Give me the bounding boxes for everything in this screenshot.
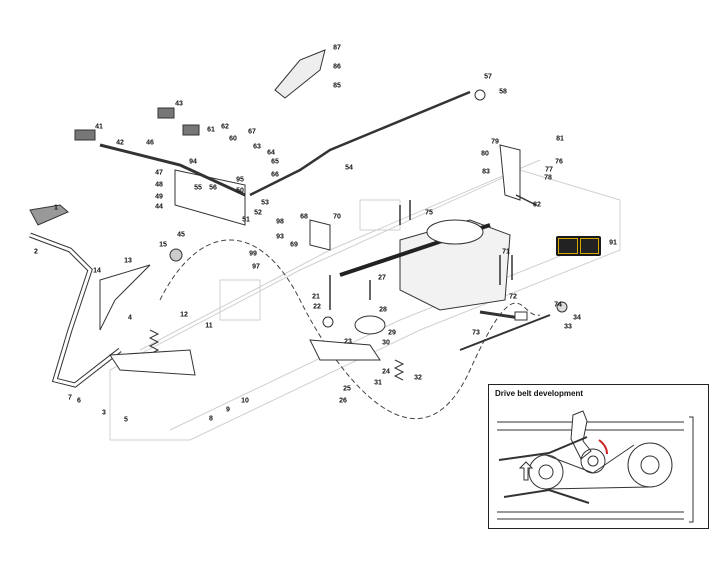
decal-91 (556, 236, 601, 256)
part-label: 43 (175, 100, 183, 108)
up-arrow-icon (518, 461, 534, 481)
part-label: 99 (249, 250, 257, 258)
part-label: 79 (491, 138, 499, 146)
part-label: 31 (374, 379, 382, 387)
part-label: 8 (209, 415, 213, 423)
part-label: 57 (484, 73, 492, 81)
part-label: 11 (205, 322, 213, 330)
part-label: 56 (209, 184, 217, 192)
drive-belt-inset: Drive belt development (488, 384, 709, 529)
part-label: 27 (378, 274, 386, 282)
part-label: 97 (252, 263, 260, 271)
part-label: 5 (124, 416, 128, 424)
bracket-23 (309, 339, 381, 361)
part-label: 9 (226, 406, 230, 414)
part-label: 34 (573, 314, 581, 322)
part-label: 2 (34, 248, 38, 256)
pulley-29 (354, 315, 386, 335)
part-label: 94 (189, 158, 197, 166)
part-label: 51 (242, 216, 250, 224)
part-label: 42 (116, 139, 124, 147)
part-label: 74 (554, 301, 562, 309)
part-label: 65 (271, 158, 279, 166)
part-label: 64 (267, 149, 275, 157)
part-label: 86 (333, 63, 341, 71)
part-label: 98 (276, 218, 284, 226)
belt-drawing (497, 410, 694, 523)
part-label: 69 (290, 241, 298, 249)
part-label: 24 (382, 368, 390, 376)
part-label: 4 (128, 314, 132, 322)
part-label: 66 (271, 171, 279, 179)
part-label: 60 (229, 135, 237, 143)
part-label: 53 (261, 199, 269, 207)
part-label: 72 (509, 293, 517, 301)
part-label: 71 (502, 248, 510, 256)
part-label: 12 (180, 311, 188, 319)
part-label: 13 (124, 257, 132, 265)
part-label: 67 (248, 128, 256, 136)
part-label: 32 (414, 374, 422, 382)
part-label: 7 (68, 394, 72, 402)
part-label: 81 (556, 135, 564, 143)
part-label: 87 (333, 44, 341, 52)
inset-title: Drive belt development (495, 389, 584, 398)
part-label: 58 (499, 88, 507, 96)
part-label: 55 (194, 184, 202, 192)
part-label: 22 (313, 303, 321, 311)
part-label: 45 (177, 231, 185, 239)
part-label: 75 (425, 209, 433, 217)
part-label: 61 (207, 126, 215, 134)
pedal-87 (274, 49, 326, 99)
part-label: 21 (312, 293, 320, 301)
part-label: 70 (333, 213, 341, 221)
rod-54 (249, 90, 471, 197)
part-label: 76 (555, 158, 563, 166)
part-label: 63 (253, 143, 261, 151)
rotation-arrow-icon (598, 439, 608, 455)
part-label: 29 (388, 329, 396, 337)
part-label: 91 (609, 239, 617, 247)
cable-path (159, 239, 541, 420)
part-label: 49 (155, 193, 163, 201)
part-label: 52 (254, 209, 262, 217)
pedal-1 (29, 204, 69, 226)
part-label: 26 (339, 397, 347, 405)
part-label: 48 (155, 181, 163, 189)
part-label: 46 (146, 139, 154, 147)
part-label: 25 (343, 385, 351, 393)
part-label: 68 (300, 213, 308, 221)
part-label: 77 (545, 166, 553, 174)
part-label: 1 (54, 204, 58, 212)
part-label: 33 (564, 323, 572, 331)
part-label: 28 (379, 306, 387, 314)
part-label: 3 (102, 409, 106, 417)
part-label: 41 (95, 123, 103, 131)
part-label: 30 (382, 339, 390, 347)
part-label: 78 (544, 174, 552, 182)
part-label: 62 (221, 123, 229, 131)
part-label: 93 (276, 233, 284, 241)
part-label: 80 (481, 150, 489, 158)
part-label: 6 (77, 397, 81, 405)
part-label: 54 (345, 164, 353, 172)
transmission (399, 219, 511, 311)
part-label: 95 (236, 176, 244, 184)
chassis-frame (109, 159, 621, 441)
part-label: 50 (236, 187, 244, 195)
part-label: 10 (241, 397, 249, 405)
part-label: 82 (533, 201, 541, 209)
part-label: 83 (482, 168, 490, 176)
part-label: 15 (159, 241, 167, 249)
part-label: 44 (155, 203, 163, 211)
part-label: 73 (472, 329, 480, 337)
part-label: 85 (333, 82, 341, 90)
part-label: 23 (344, 338, 352, 346)
part-label: 47 (155, 169, 163, 177)
part-label: 14 (93, 267, 101, 275)
